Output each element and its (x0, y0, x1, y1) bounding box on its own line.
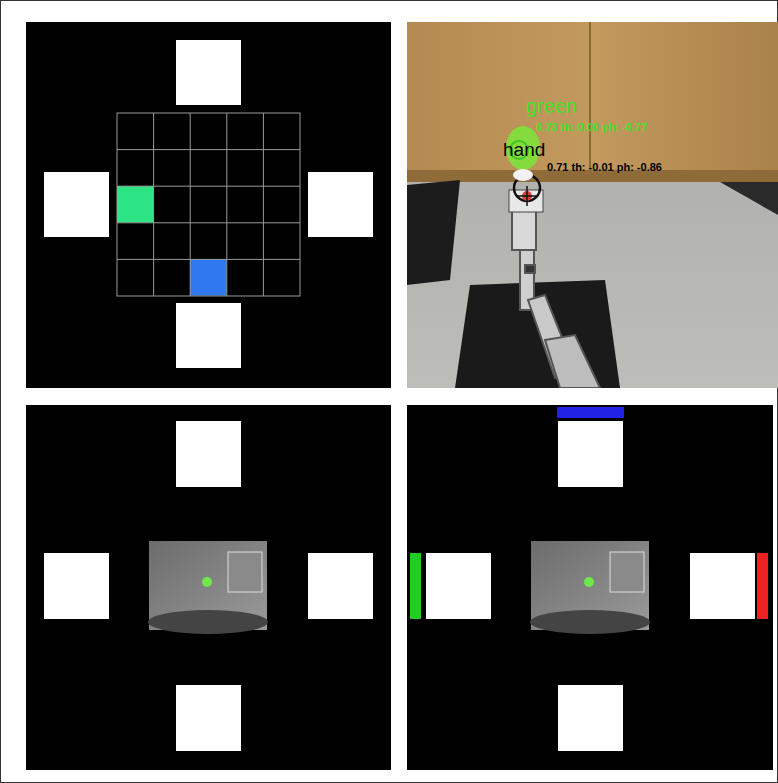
hand-name: hand (503, 140, 545, 161)
camera-photo (407, 22, 778, 388)
object-name: green (526, 95, 577, 117)
object-coordinates: 0.73 th: 0.00 ph: -0.77 (536, 121, 647, 133)
target-panel (26, 405, 391, 770)
grid-panel (26, 22, 391, 388)
hand-coordinates: 0.71 th: -0.01 ph: -0.86 (547, 161, 662, 173)
feedback-panel (407, 405, 773, 770)
